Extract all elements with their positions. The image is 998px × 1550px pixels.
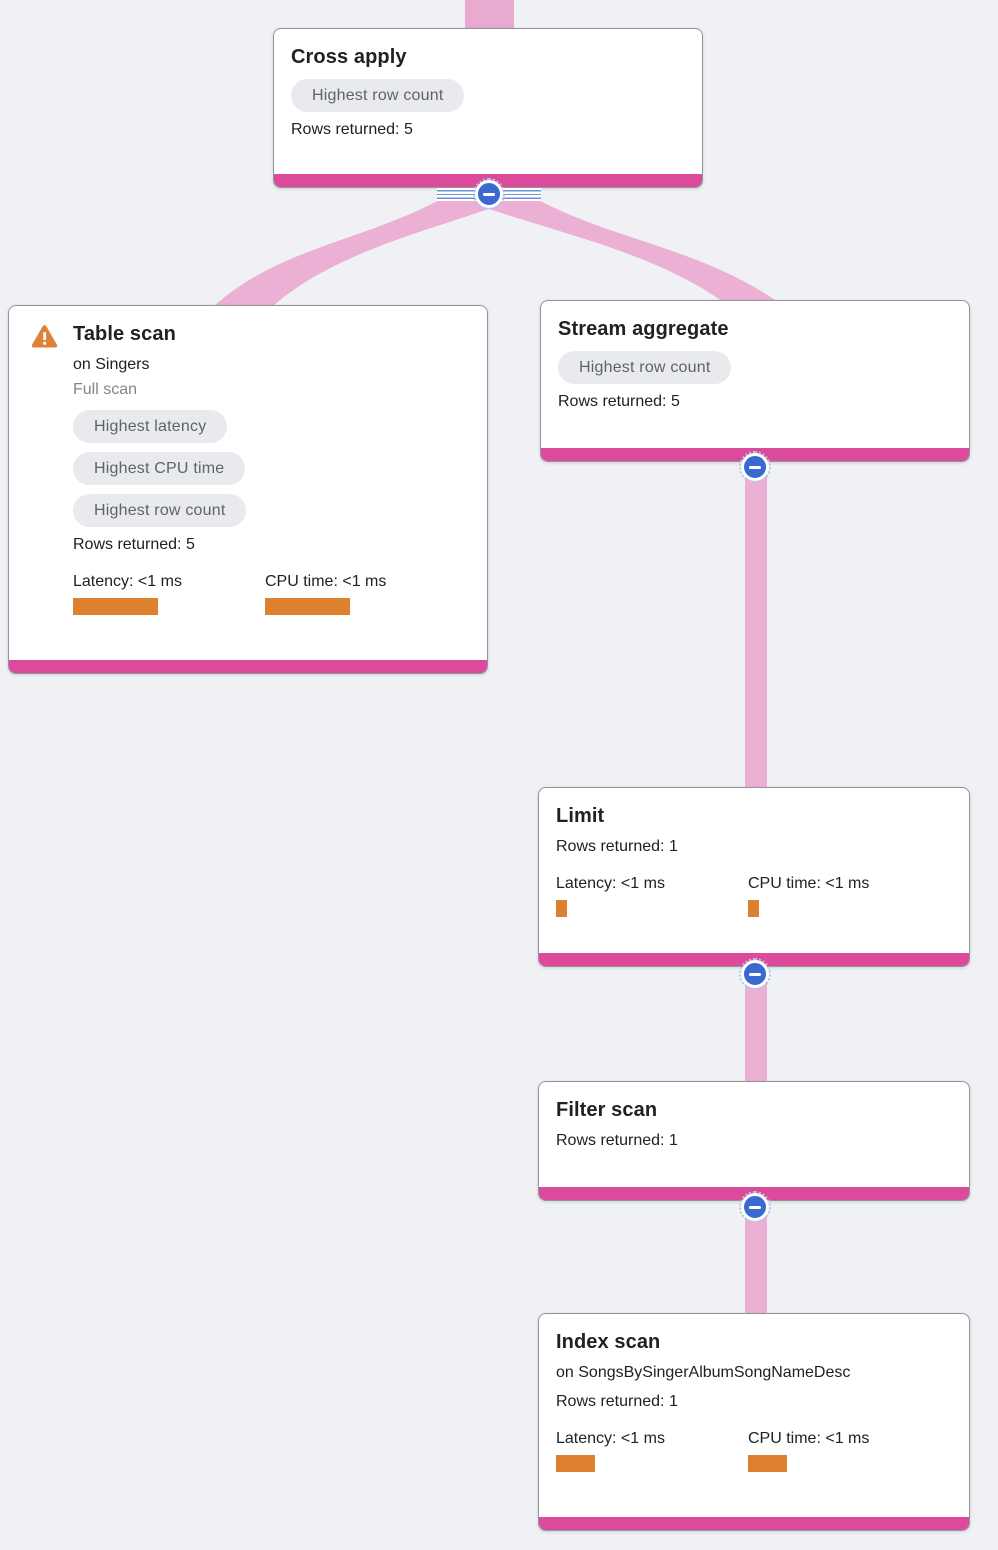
- metrics-row: Latency: <1 ms CPU time: <1 ms: [556, 873, 953, 917]
- cpu-bar: [748, 900, 759, 917]
- node-stream-aggregate[interactable]: Stream aggregate Highest row count Rows …: [540, 300, 970, 462]
- rows-returned: Rows returned: 1: [556, 1393, 678, 1410]
- badge-highest-row-count: Highest row count: [558, 351, 732, 384]
- badge-row: Highest CPU time: [73, 452, 471, 485]
- cpu-label: CPU time: <1 ms: [748, 875, 870, 892]
- node-content: Index scan on SongsBySingerAlbumSongName…: [539, 1314, 969, 1472]
- collapse-button-limit[interactable]: [739, 958, 771, 990]
- collapse-icon: [749, 972, 761, 976]
- latency-metric: Latency: <1 ms: [556, 873, 748, 917]
- scan-type: Full scan: [73, 381, 138, 398]
- metrics-row: Latency: <1 ms CPU time: <1 ms: [556, 1428, 953, 1472]
- node-content: Cross apply Highest row count Rows retur…: [274, 29, 702, 141]
- node-title: Cross apply: [291, 46, 407, 68]
- edge-cross-apply-to-table-scan: [214, 197, 494, 306]
- scan-target: on Singers: [73, 356, 150, 373]
- node-title: Table scan: [73, 323, 176, 345]
- node-content: Table scan on Singers Full scan Highest …: [9, 306, 487, 615]
- warning-icon: [31, 324, 58, 354]
- collapse-button-cross-apply[interactable]: [473, 178, 505, 210]
- collapse-button-stream-aggregate[interactable]: [739, 451, 771, 483]
- edge-limit-to-filter-scan: [745, 965, 767, 1084]
- node-footer-bar: [9, 660, 487, 673]
- cpu-metric: CPU time: <1 ms: [748, 1428, 940, 1472]
- collapse-icon: [483, 192, 495, 196]
- badge-row: Highest row count: [73, 494, 471, 527]
- edge-stream-aggregate-to-limit: [745, 460, 767, 790]
- badge-highest-latency: Highest latency: [73, 410, 228, 443]
- node-limit[interactable]: Limit Rows returned: 1 Latency: <1 ms CP…: [538, 787, 970, 967]
- collapse-icon: [749, 1205, 761, 1209]
- scan-target: on SongsBySingerAlbumSongNameDesc: [556, 1364, 851, 1381]
- badge-highest-row-count: Highest row count: [291, 79, 465, 112]
- latency-label: Latency: <1 ms: [556, 1430, 665, 1447]
- latency-label: Latency: <1 ms: [73, 573, 182, 590]
- node-footer-bar: [539, 953, 969, 966]
- badge-row: Highest latency: [73, 410, 471, 443]
- cpu-label: CPU time: <1 ms: [748, 1430, 870, 1447]
- node-title: Stream aggregate: [558, 318, 729, 340]
- edge-filter-scan-to-index-scan: [745, 1199, 767, 1316]
- node-index-scan[interactable]: Index scan on SongsBySingerAlbumSongName…: [538, 1313, 970, 1531]
- collapse-button-filter-scan[interactable]: [739, 1191, 771, 1223]
- cpu-label: CPU time: <1 ms: [265, 573, 387, 590]
- node-content: Filter scan Rows returned: 1: [539, 1082, 969, 1152]
- latency-label: Latency: <1 ms: [556, 875, 665, 892]
- node-content: Stream aggregate Highest row count Rows …: [541, 301, 969, 413]
- latency-bar: [556, 900, 567, 917]
- latency-metric: Latency: <1 ms: [556, 1428, 748, 1472]
- badge-highest-cpu-time: Highest CPU time: [73, 452, 246, 485]
- badge-row: Highest row count: [291, 79, 686, 112]
- rows-returned: Rows returned: 1: [556, 838, 678, 855]
- node-content: Limit Rows returned: 1 Latency: <1 ms CP…: [539, 788, 969, 917]
- metrics-row: Latency: <1 ms CPU time: <1 ms: [73, 571, 471, 615]
- edge-cross-apply-to-stream-aggregate: [484, 197, 781, 304]
- cpu-bar: [748, 1455, 787, 1472]
- edge-root-to-cross-apply: [465, 0, 514, 31]
- collapse-icon: [749, 465, 761, 469]
- badge-row: Highest row count: [558, 351, 953, 384]
- cpu-metric: CPU time: <1 ms: [265, 571, 457, 615]
- latency-bar: [556, 1455, 595, 1472]
- latency-bar: [73, 598, 158, 615]
- rows-returned: Rows returned: 1: [556, 1132, 678, 1149]
- rows-returned: Rows returned: 5: [73, 536, 195, 553]
- node-title: Index scan: [556, 1331, 661, 1353]
- node-footer-bar: [539, 1517, 969, 1530]
- node-table-scan[interactable]: Table scan on Singers Full scan Highest …: [8, 305, 488, 674]
- node-cross-apply[interactable]: Cross apply Highest row count Rows retur…: [273, 28, 703, 188]
- cpu-metric: CPU time: <1 ms: [748, 873, 940, 917]
- node-title: Limit: [556, 805, 605, 827]
- node-filter-scan[interactable]: Filter scan Rows returned: 1: [538, 1081, 970, 1201]
- latency-metric: Latency: <1 ms: [73, 571, 265, 615]
- badge-highest-row-count: Highest row count: [73, 494, 247, 527]
- rows-returned: Rows returned: 5: [558, 393, 680, 410]
- cpu-bar: [265, 598, 350, 615]
- rows-returned: Rows returned: 5: [291, 121, 413, 138]
- node-title: Filter scan: [556, 1099, 658, 1121]
